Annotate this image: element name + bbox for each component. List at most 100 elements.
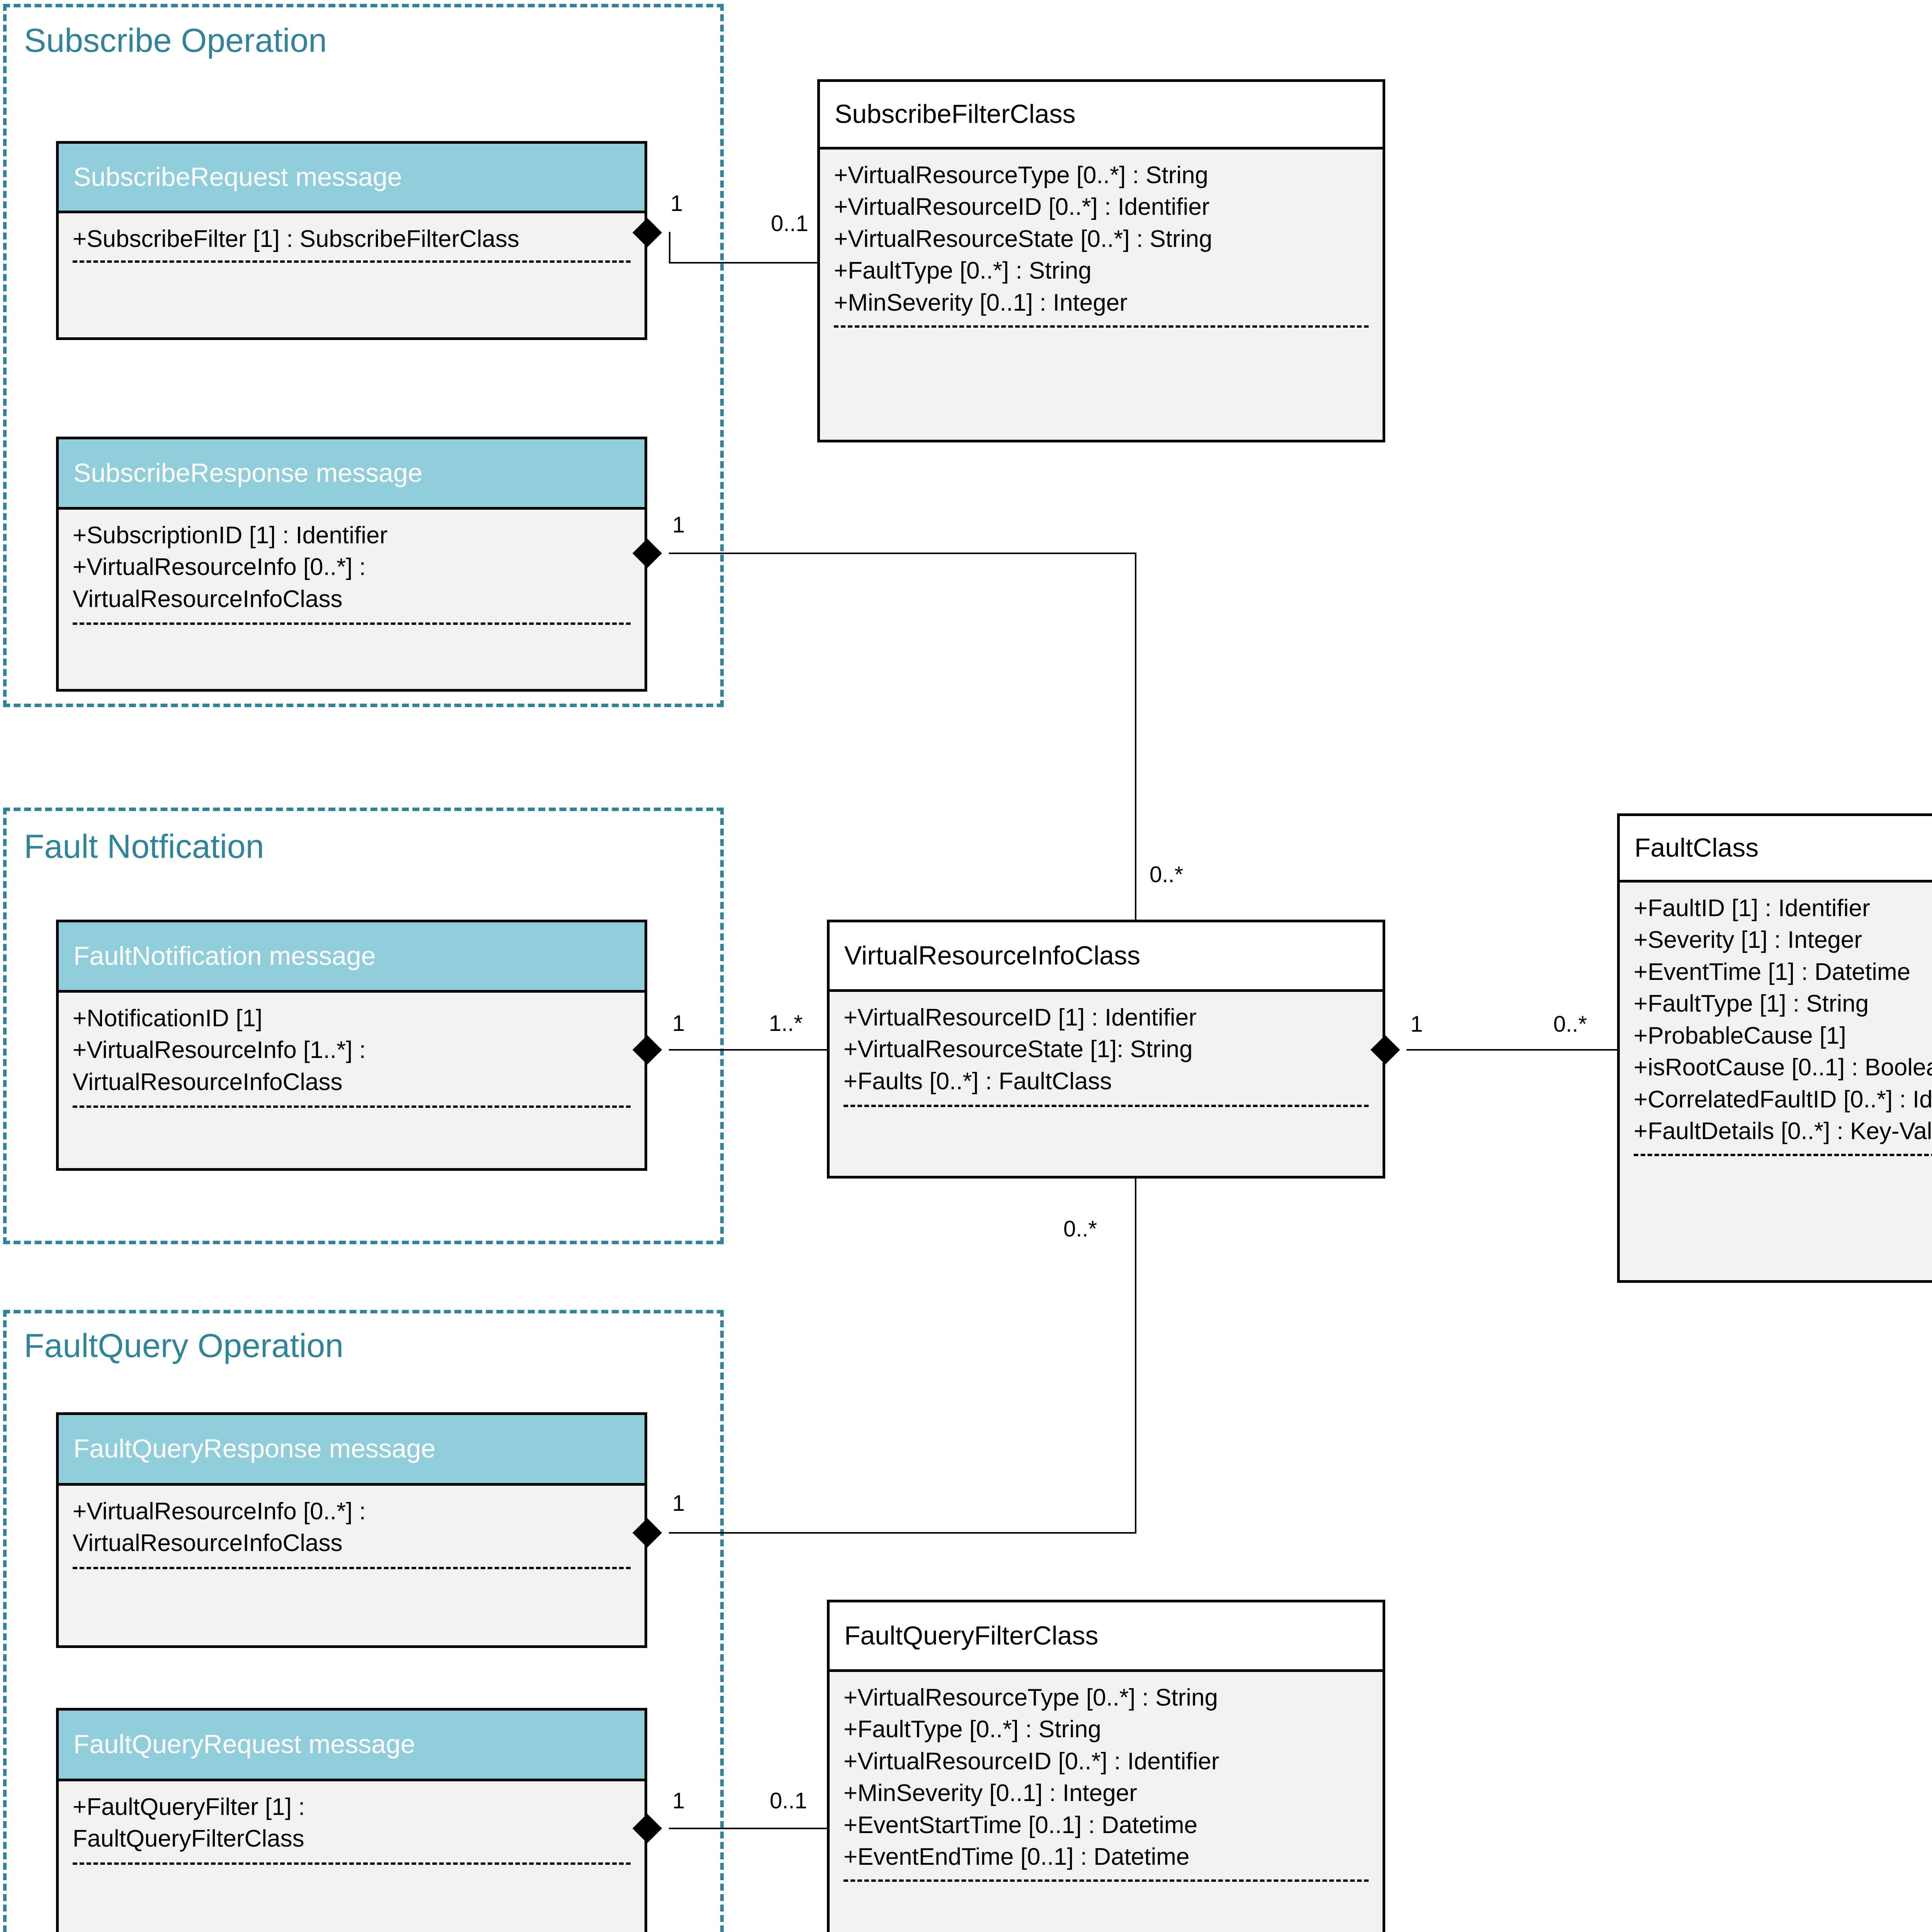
compartment-separator — [73, 1567, 631, 1569]
class-title-subscribe-request-message: SubscribeRequest message — [73, 162, 402, 192]
class-body-fault-query-response-message: +VirtualResourceInfo [0..*] : VirtualRes… — [59, 1486, 645, 1645]
connector-segment-horizontal — [669, 262, 819, 264]
attribute-row: +NotificationID [1] — [73, 1005, 263, 1032]
multiplicity-label: 1 — [672, 1491, 685, 1516]
class-header-virtual-resource-info-class: VirtualResourceInfoClass — [830, 922, 1383, 992]
attribute-row: VirtualResourceInfoClass — [73, 585, 343, 612]
group-title-fault-notification: Fault Notfication — [24, 828, 264, 865]
attribute-row: +FaultQueryFilter [1] : — [73, 1794, 305, 1820]
multiplicity-label: 0..* — [1150, 862, 1184, 887]
attribute-row: +VirtualResourceID [1] : Identifier — [844, 1004, 1197, 1031]
class-header-fault-notification-message: FaultNotification message — [59, 922, 645, 993]
class-header-subscribe-filter-class: SubscribeFilterClass — [820, 82, 1383, 150]
class-body-virtual-resource-info-class: +VirtualResourceID [1] : Identifier +Vir… — [830, 992, 1383, 1176]
attribute-row: +VirtualResourceType [0..*] : String — [834, 162, 1208, 189]
attribute-row: +Faults [0..*] : FaultClass — [844, 1068, 1112, 1095]
attribute-row: +SubscriptionID [1] : Identifier — [73, 522, 388, 549]
attribute-row: +EventStartTime [0..1] : Datetime — [844, 1811, 1198, 1838]
class-title-fault-query-filter-class: FaultQueryFilterClass — [844, 1621, 1099, 1650]
connector-segment-horizontal — [669, 1049, 828, 1051]
compartment-separator — [73, 1862, 631, 1865]
attribute-row: +MinSeverity [0..1] : Integer — [844, 1780, 1137, 1807]
class-title-fault-query-request-message: FaultQueryRequest message — [73, 1730, 415, 1759]
attribute-row: +EventTime [1] : Datetime — [1634, 958, 1911, 985]
multiplicity-label: 0..* — [1063, 1216, 1097, 1242]
class-box-virtual-resource-info-class[interactable]: VirtualResourceInfoClass +VirtualResourc… — [827, 920, 1385, 1179]
connector-segment-horizontal — [669, 1532, 1136, 1534]
attribute-row: FaultQueryFilterClass — [73, 1825, 304, 1852]
class-box-fault-query-request-message[interactable]: FaultQueryRequest message +FaultQueryFil… — [56, 1708, 647, 1932]
connector-segment-vertical — [1135, 1178, 1136, 1533]
compartment-separator — [844, 1879, 1369, 1882]
class-box-subscribe-request-message[interactable]: SubscribeRequest message +SubscribeFilte… — [56, 141, 647, 340]
class-body-subscribe-response-message: +SubscriptionID [1] : Identifier +Virtua… — [59, 510, 645, 689]
attribute-row: +VirtualResourceInfo [1..*] : — [73, 1037, 366, 1064]
class-box-subscribe-response-message[interactable]: SubscribeResponse message +SubscriptionI… — [56, 437, 647, 692]
attribute-row: +FaultDetails [0..*] : Key-Value pairs — [1634, 1118, 1932, 1145]
class-body-subscribe-filter-class: +VirtualResourceType [0..*] : String +Vi… — [820, 150, 1383, 440]
attribute-row: +VirtualResourceType [0..*] : String — [844, 1684, 1218, 1711]
multiplicity-label: 1 — [672, 1788, 685, 1813]
compartment-separator — [73, 1105, 631, 1108]
attribute-row: +isRootCause [0..1] : Boolean — [1634, 1054, 1932, 1081]
class-box-fault-notification-message[interactable]: FaultNotification message +NotificationI… — [56, 920, 647, 1171]
connector-segment-horizontal — [669, 1828, 828, 1829]
attribute-row: +MinSeverity [0..1] : Integer — [834, 289, 1128, 316]
class-body-fault-query-filter-class: +VirtualResourceType [0..*] : String +Fa… — [830, 1672, 1383, 1932]
group-title-faultquery-operation: FaultQuery Operation — [24, 1327, 344, 1364]
attribute-row: VirtualResourceInfoClass — [73, 1530, 343, 1557]
attribute-row: +VirtualResourceState [1]: String — [844, 1036, 1193, 1063]
class-body-fault-class: +FaultID [1] : Identifier +Severity [1] … — [1620, 883, 1932, 1280]
class-box-fault-query-response-message[interactable]: FaultQueryResponse message +VirtualResou… — [56, 1412, 647, 1648]
multiplicity-label: 1 — [1410, 1012, 1423, 1037]
class-title-fault-class: FaultClass — [1634, 833, 1759, 862]
attribute-row: +VirtualResourceState [0..*] : String — [834, 225, 1213, 252]
attribute-row: +CorrelatedFaultID [0..*] : Identifier — [1634, 1086, 1932, 1113]
class-header-fault-query-response-message: FaultQueryResponse message — [59, 1415, 645, 1486]
class-box-fault-query-filter-class[interactable]: FaultQueryFilterClass +VirtualResourceTy… — [827, 1600, 1385, 1932]
attribute-row: +VirtualResourceID [0..*] : Identifier — [844, 1748, 1219, 1775]
compartment-separator — [844, 1105, 1369, 1107]
compartment-separator — [73, 622, 631, 625]
class-box-fault-class[interactable]: FaultClass +FaultID [1] : Identifier +Se… — [1617, 813, 1932, 1283]
class-title-subscribe-filter-class: SubscribeFilterClass — [835, 99, 1076, 129]
class-body-fault-query-request-message: +FaultQueryFilter [1] : FaultQueryFilter… — [59, 1781, 645, 1932]
attribute-row: VirtualResourceInfoClass — [73, 1068, 343, 1095]
attribute-row: +Severity [1] : Integer — [1634, 927, 1862, 954]
class-header-fault-query-filter-class: FaultQueryFilterClass — [830, 1602, 1383, 1672]
class-title-fault-notification-message: FaultNotification message — [73, 941, 376, 971]
class-header-fault-query-request-message: FaultQueryRequest message — [59, 1711, 645, 1781]
class-header-subscribe-request-message: SubscribeRequest message — [59, 144, 645, 213]
multiplicity-label: 0..* — [1553, 1012, 1587, 1037]
compartment-separator — [73, 260, 631, 263]
group-frame-fault-notification — [3, 808, 724, 1244]
attribute-row: +FaultType [1] : String — [1634, 990, 1869, 1017]
multiplicity-label: 0..1 — [770, 1788, 807, 1813]
attribute-row: +FaultType [0..*] : String — [844, 1716, 1101, 1743]
attribute-row: +VirtualResourceInfo [0..*] : — [73, 554, 366, 581]
attribute-row: +SubscribeFilter [1] : SubscribeFilterCl… — [73, 226, 520, 252]
connector-segment-horizontal — [669, 553, 1136, 554]
class-header-fault-class: FaultClass — [1620, 816, 1932, 883]
attribute-row: +FaultID [1] : Identifier — [1634, 895, 1870, 922]
attribute-row: +ProbableCause [1] — [1634, 1022, 1846, 1049]
class-header-subscribe-response-message: SubscribeResponse message — [59, 439, 645, 510]
group-frame-faultquery-operation — [3, 1310, 724, 1932]
multiplicity-label: 0..1 — [771, 211, 808, 236]
class-box-subscribe-filter-class[interactable]: SubscribeFilterClass +VirtualResourceTyp… — [817, 79, 1385, 442]
attribute-row: +VirtualResourceInfo [0..*] : — [73, 1498, 366, 1525]
class-title-fault-query-response-message: FaultQueryResponse message — [73, 1434, 436, 1464]
multiplicity-label: 1 — [670, 191, 683, 216]
class-body-fault-notification-message: +NotificationID [1] +VirtualResourceInfo… — [59, 993, 645, 1168]
attribute-row: +FaultType [0..*] : String — [834, 257, 1092, 284]
attribute-row: +EventEndTime [0..1] : Datetime — [844, 1844, 1190, 1871]
attribute-row: +VirtualResourceID [0..*] : Identifier — [834, 194, 1210, 221]
multiplicity-label: 1 — [672, 512, 685, 537]
group-frame-subscribe-operation — [3, 4, 724, 707]
multiplicity-label: 1 — [672, 1011, 685, 1036]
multiplicity-label: 1..* — [769, 1011, 803, 1036]
compartment-separator — [1634, 1154, 1932, 1156]
connector-segment-vertical — [669, 232, 670, 263]
class-title-virtual-resource-info-class: VirtualResourceInfoClass — [844, 940, 1140, 970]
